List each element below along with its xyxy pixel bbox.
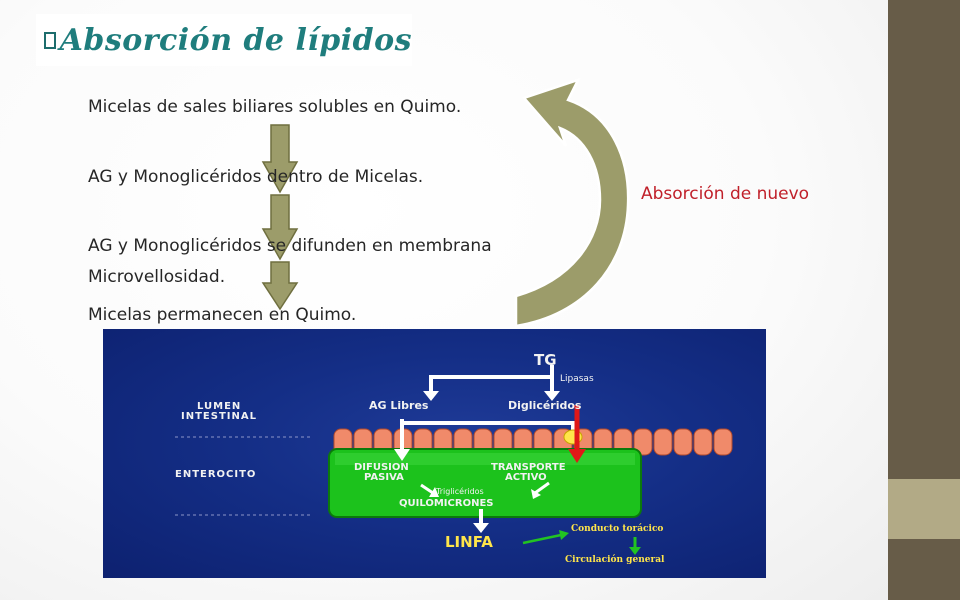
label-trigliceridos: Triglicéridos (436, 487, 484, 496)
label-quilomicrones: QUILOMICRONES (399, 498, 494, 509)
label-transporte: TRANSPORTE (491, 462, 566, 473)
label-ag-libres: AG Libres (369, 399, 429, 412)
down-arrow-3 (261, 261, 299, 311)
down-arrow-2 (261, 194, 299, 261)
hollow-square-bullet-icon (44, 31, 56, 49)
label-activo: ACTIVO (505, 472, 547, 483)
label-circulacion-general: Circulación general (565, 555, 665, 565)
flow-arrows (261, 77, 630, 328)
decorative-sidebar-accent (888, 479, 960, 539)
slide-title: Absorción de lípidos (59, 22, 412, 58)
label-enterocito: ENTEROCITO (175, 469, 257, 480)
label-intestinal: INTESTINAL (181, 411, 257, 422)
down-arrow-1 (261, 124, 299, 194)
diagram-graphics (175, 365, 733, 555)
label-conducto-toracico: Conducto torácico (571, 524, 664, 534)
text-line-1: Micelas de sales biliares solubles en Qu… (88, 97, 462, 117)
enterocyte-cell (328, 448, 642, 518)
title-box: Absorción de lípidos (36, 14, 412, 66)
text-line-5: Micelas permanecen en Quimo. (88, 305, 357, 325)
absorption-again-label: Absorción de nuevo (641, 184, 810, 204)
text-line-3: AG y Monoglicéridos se difunden en membr… (88, 236, 492, 256)
curved-return-arrow (514, 77, 630, 328)
label-pasiva: PASIVA (364, 472, 404, 483)
label-digliceridos: Diglicéridos (508, 399, 582, 412)
label-linfa: LINFA (445, 533, 493, 551)
label-lipasas: Lipasas (560, 374, 594, 384)
lipid-absorption-diagram: TG Lipasas AG Libres Diglicéridos LUMEN … (103, 329, 766, 578)
label-difusion: DIFUSION (354, 462, 409, 473)
text-line-4: Microvellosidad. (88, 267, 226, 287)
text-line-2: AG y Monoglicéridos dentro de Micelas. (88, 167, 424, 187)
label-lumen: LUMEN (197, 401, 242, 412)
label-tg: TG (534, 351, 557, 369)
